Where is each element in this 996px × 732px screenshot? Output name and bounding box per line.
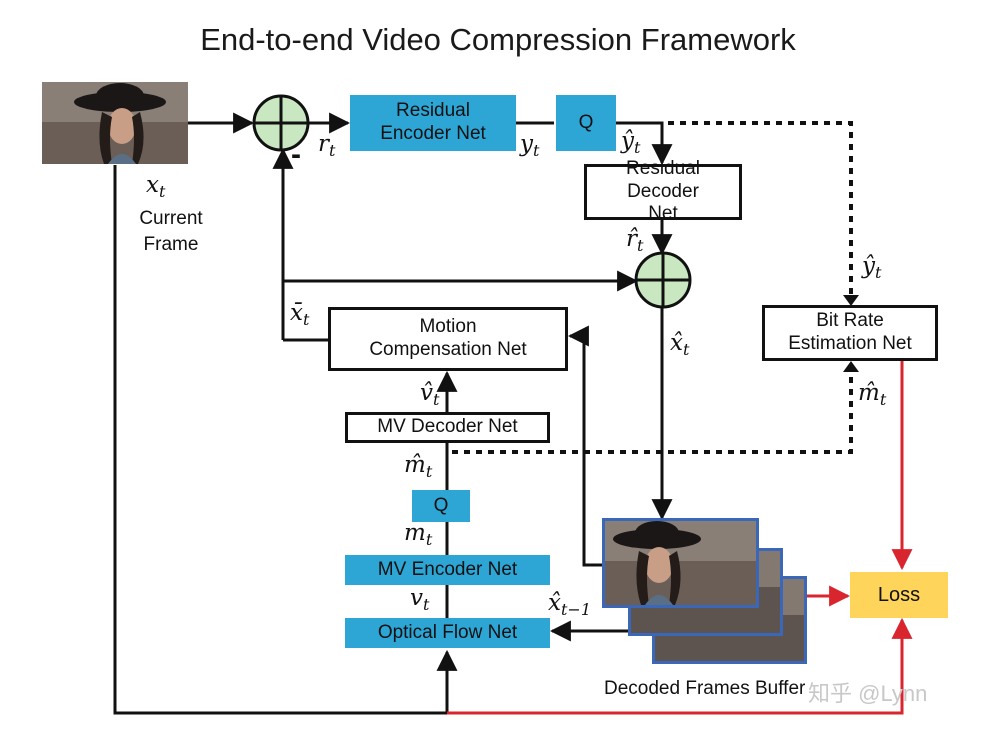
label-y-hat-top: ŷt (621, 128, 641, 157)
current-frame-image (42, 82, 188, 164)
quantizer-middle: Q (412, 490, 470, 522)
label-x-t: xt (146, 172, 166, 201)
current-frame-label: Current Frame (139, 208, 203, 255)
diagram-title: End-to-end Video Compression Framework (200, 22, 796, 57)
label-y-t: yt (520, 131, 540, 160)
minus-sign: - (291, 138, 301, 171)
adder-top (252, 94, 310, 152)
residual-decoder-net: Residual Decoder Net (584, 158, 742, 224)
label-x-hat-prev: x̂t−1 (548, 590, 591, 619)
mv-encoder-net: MV Encoder Net (345, 555, 550, 585)
label-r-hat: r̂t (626, 226, 644, 255)
label-r-t: rt (318, 131, 336, 160)
bit-rate-estimation-net: Bit Rate Estimation Net (762, 305, 938, 361)
adder-middle (634, 251, 692, 309)
motion-compensation-net: Motion Compensation Net (328, 307, 568, 371)
label-x-hat: x̂t (670, 330, 690, 359)
label-m-hat-mid: m̂t (404, 452, 433, 481)
label-y-hat-right: ŷt (862, 253, 882, 282)
watermark: 知乎 @Lynn (808, 681, 928, 706)
label-m-t: mt (404, 520, 433, 549)
decoded-frames-buffer-label: Decoded Frames Buffer (604, 678, 806, 699)
label-v-t: vt (410, 585, 430, 614)
label-m-hat-right: m̂t (858, 380, 887, 409)
residual-encoder-net: Residual Encoder Net (350, 95, 516, 151)
label-x-bar: x̄t (290, 300, 310, 329)
decoded-frame-1 (602, 518, 759, 608)
label-v-hat: v̂t (420, 380, 440, 409)
mv-decoder-net: MV Decoder Net (345, 412, 550, 443)
loss-box: Loss (850, 572, 948, 618)
optical-flow-net: Optical Flow Net (345, 618, 550, 648)
quantizer-top: Q (556, 95, 616, 151)
